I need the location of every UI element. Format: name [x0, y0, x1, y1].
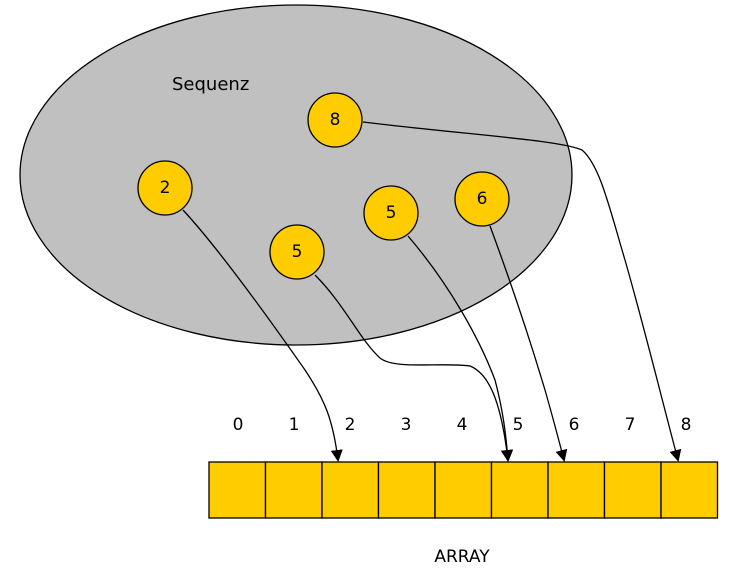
node-value: 2 [160, 178, 171, 198]
arrow-node-8 [362, 121, 682, 462]
node-circle [363, 185, 419, 241]
array-index: 0 [233, 415, 244, 435]
node-6: 6 [454, 171, 510, 227]
array-index: 1 [289, 415, 300, 435]
array [208, 461, 719, 519]
arrow-node-5-left [314, 274, 513, 462]
array-indices: 0 1 2 3 4 5 6 7 8 [233, 415, 692, 435]
node-5-lower: 5 [269, 224, 325, 280]
array-cell-1 [264, 461, 323, 519]
array-index: 8 [681, 415, 692, 435]
node-value: 5 [386, 203, 397, 223]
array-index: 4 [457, 415, 468, 435]
set-label: Sequenz [172, 74, 249, 95]
array-cell-7 [603, 461, 662, 519]
node-value: 8 [330, 110, 341, 130]
node-5-upper: 5 [363, 185, 419, 241]
array-index: 5 [513, 415, 524, 435]
sequenz-set [19, 4, 573, 346]
array-index: 6 [569, 415, 580, 435]
array-index: 7 [625, 415, 636, 435]
node-circle [269, 224, 325, 280]
array-cell-0 [208, 461, 267, 519]
array-label: ARRAY [434, 547, 490, 567]
node-value: 5 [292, 242, 303, 262]
node-8: 8 [307, 92, 363, 148]
node-circle [307, 92, 363, 148]
array-cell-8 [660, 461, 719, 519]
node-circle [137, 160, 193, 216]
arrow-node-5-right [407, 235, 514, 462]
array-cell-6 [547, 461, 606, 519]
arrow-node-2 [182, 209, 343, 462]
array-cell-5 [490, 461, 549, 519]
arrow-node-6 [489, 225, 568, 462]
node-value: 6 [477, 189, 488, 209]
array-index: 2 [345, 415, 356, 435]
node-2: 2 [137, 160, 193, 216]
node-circle [454, 171, 510, 227]
array-cell-4 [434, 461, 493, 519]
arrows [182, 121, 682, 462]
array-cell-2 [321, 461, 380, 519]
array-index: 3 [401, 415, 412, 435]
array-cell-3 [377, 461, 436, 519]
